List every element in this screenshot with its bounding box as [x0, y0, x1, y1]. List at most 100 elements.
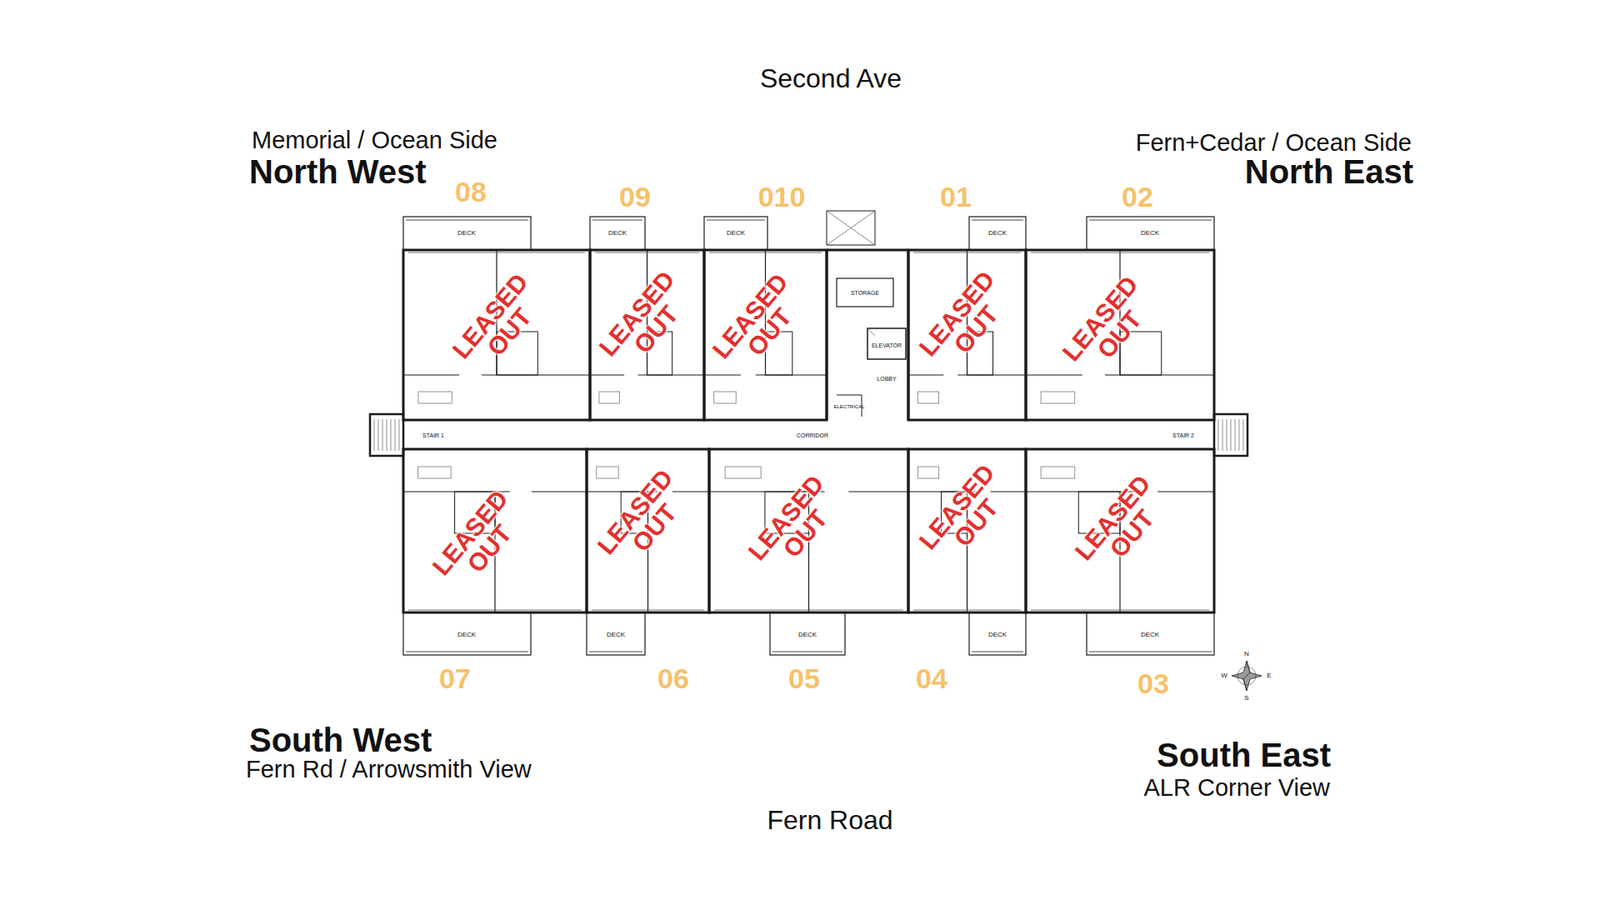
interior-wall	[1025, 374, 1083, 375]
deck-label: DECK	[988, 631, 1007, 639]
unit-wall	[403, 449, 587, 613]
room-label: CORRIDOR	[796, 432, 829, 439]
unit-number: 07	[439, 664, 471, 693]
unit-box: 010LEASED OUT	[704, 216, 827, 420]
view-label: Fern Rd / Arrowsmith View	[245, 757, 532, 782]
stair-tread	[386, 419, 388, 451]
compass-letter: E	[1266, 672, 1271, 680]
stair-tread	[399, 419, 400, 451]
compass-ring	[1237, 666, 1256, 685]
window-line	[591, 610, 705, 611]
view-label: Memorial / Ocean Side	[251, 128, 498, 153]
deck-railing	[772, 651, 843, 653]
unit-wall	[1025, 449, 1215, 613]
stair-tread	[1230, 419, 1232, 451]
stair-tread	[1218, 419, 1220, 451]
stair-tread	[378, 419, 380, 451]
window-line	[1030, 610, 1210, 611]
deck-label: DECK	[1140, 631, 1160, 639]
window-line	[595, 252, 700, 254]
unit-number: 06	[657, 664, 690, 693]
direction-label: North West	[249, 155, 427, 189]
window-line	[709, 252, 822, 254]
interior-wall	[848, 490, 909, 492]
deck-label: DECK	[457, 631, 476, 639]
stair-tread	[1222, 419, 1224, 451]
deck-outline	[1086, 216, 1215, 250]
kitchen-counter	[418, 391, 452, 404]
electrical-room-wall	[836, 395, 862, 396]
unit-number: 08	[455, 177, 487, 206]
deck-outline	[704, 216, 768, 250]
deck-railing	[592, 220, 643, 221]
stair-wall	[370, 414, 404, 456]
deck-railing	[1089, 220, 1212, 221]
kitchen-counter	[917, 466, 939, 479]
direction-label: North East	[1245, 155, 1414, 189]
unit-box: 05LEASED OUT	[709, 449, 909, 655]
interior-wall	[908, 374, 944, 375]
unit-box: 06LEASED OUT	[586, 449, 710, 655]
window-line	[913, 252, 1021, 254]
core-wall	[826, 249, 909, 252]
interior-wall	[1157, 490, 1215, 492]
unit-number: 010	[758, 182, 806, 211]
canopy-hatch	[826, 210, 875, 245]
window-line	[913, 610, 1021, 611]
deck-outline	[403, 612, 531, 655]
room-label: LOBBY	[876, 375, 896, 382]
compass-rose	[1231, 660, 1262, 691]
unit-number: 03	[1137, 669, 1170, 698]
deck-outline	[403, 216, 531, 250]
compass-letter: S	[1244, 695, 1249, 702]
unit-wall	[709, 449, 909, 613]
unit-box: 01LEASED OUT	[908, 216, 1026, 420]
unit-wall	[586, 449, 710, 613]
unit-wall	[908, 449, 1026, 613]
unit-box: 07LEASED OUT	[403, 449, 587, 655]
kitchen-counter	[1040, 466, 1075, 479]
window-line	[1030, 252, 1210, 254]
leased-stamp: LEASED OUT	[593, 465, 697, 575]
unit-wall	[403, 250, 590, 420]
leased-stamp: LEASED OUT	[915, 460, 1019, 570]
unit-wall	[1025, 250, 1215, 420]
street-name: Second Ave	[760, 65, 902, 92]
unit-number: 04	[915, 664, 948, 693]
unit-box: 02LEASED OUT	[1025, 216, 1215, 420]
unit-number: 02	[1121, 182, 1154, 211]
leased-stamp: LEASED OUT	[595, 266, 699, 377]
deck-label: DECK	[1140, 230, 1160, 237]
stair-tread	[374, 419, 375, 451]
stair-tread	[382, 419, 384, 451]
deck-outline	[590, 216, 645, 250]
interior-wall	[531, 490, 587, 492]
room-label: STAIR 2	[1172, 432, 1195, 439]
stair-tread	[395, 419, 396, 451]
deck-outline	[1086, 612, 1215, 655]
deck-railing	[1089, 651, 1212, 653]
leased-stamp: LEASED OUT	[708, 269, 812, 380]
leased-stamp: LEASED OUT	[744, 470, 848, 581]
storage-outline	[836, 278, 894, 307]
deck-outline	[586, 612, 645, 655]
entry-canopy	[826, 210, 875, 245]
stair-tread	[1235, 419, 1236, 451]
core-wall	[825, 250, 829, 420]
deck-outline	[770, 612, 845, 655]
kitchen-counter	[418, 466, 452, 479]
deck-label: DECK	[606, 631, 625, 639]
stair-wall	[1214, 414, 1248, 456]
compass-needle	[1243, 660, 1250, 691]
kitchen-counter	[596, 466, 619, 479]
deck-label: DECK	[988, 230, 1007, 237]
interior-wall	[403, 374, 460, 375]
window-line	[714, 610, 904, 611]
deck-railing	[971, 220, 1024, 221]
view-label: ALR Corner View	[1143, 775, 1330, 800]
leased-stamp: LEASED OUT	[915, 266, 1019, 377]
kitchen-counter	[917, 391, 939, 404]
stair-tread	[1226, 419, 1228, 451]
plan-drawing	[370, 210, 1262, 691]
